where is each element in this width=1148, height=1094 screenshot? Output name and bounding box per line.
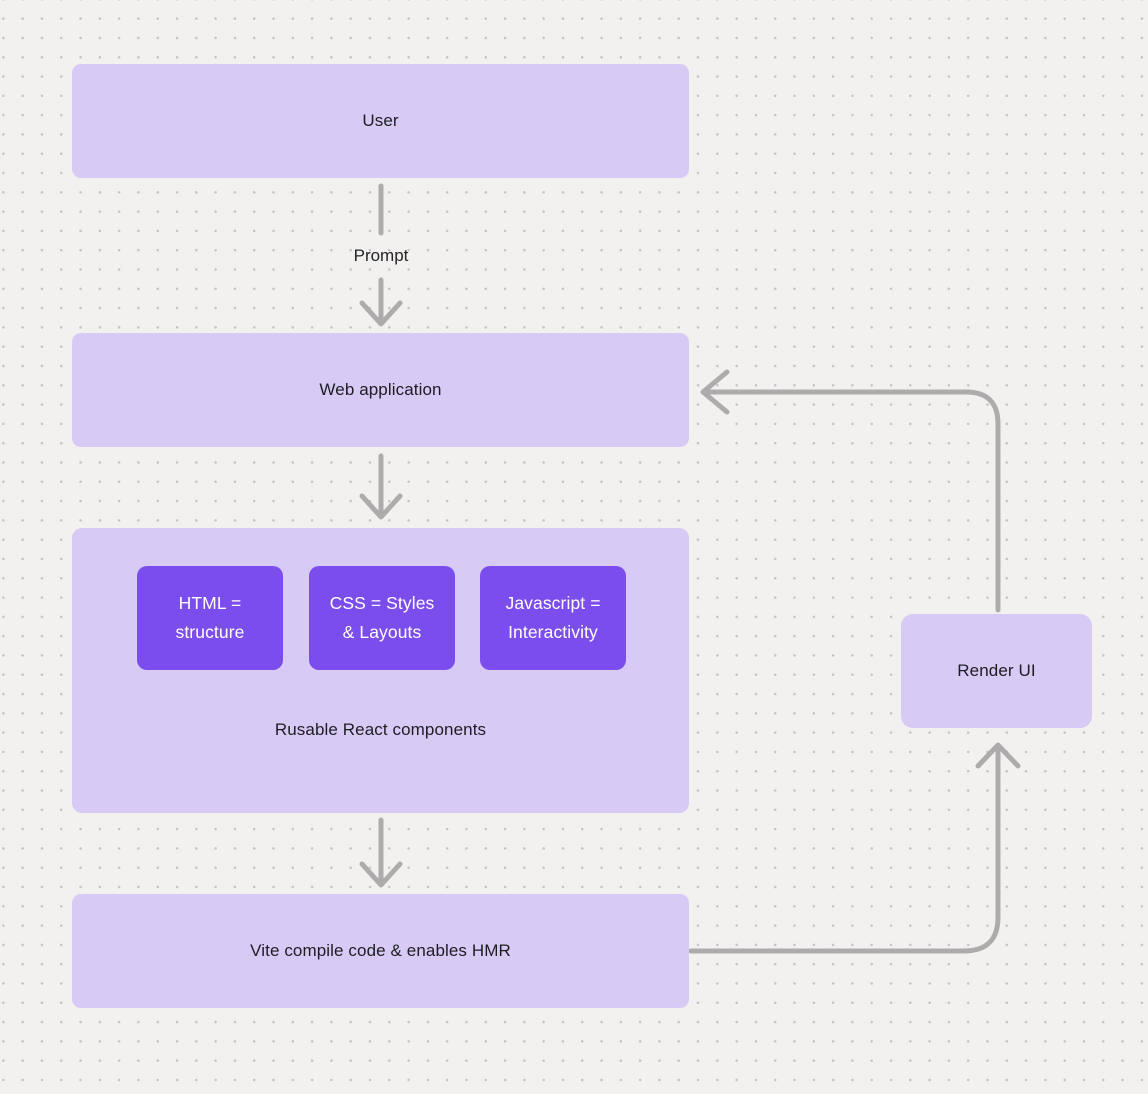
connector-vite-to-renderui-arrowhead-icon <box>975 742 1021 769</box>
node-render-ui-label: Render UI <box>957 661 1036 680</box>
node-css: CSS = Styles & Layouts <box>309 566 455 670</box>
node-html: HTML = structure <box>137 566 283 670</box>
node-web-application: Web application <box>72 333 689 447</box>
node-vite-label: Vite compile code & enables HMR <box>250 941 511 960</box>
arrow-webapp-to-components-arrowhead-icon <box>359 493 403 520</box>
node-vite: Vite compile code & enables HMR <box>72 894 689 1008</box>
node-web-application-label: Web application <box>319 380 442 399</box>
node-javascript-label: Javascript = Interactivity <box>505 593 601 642</box>
connector-renderui-to-webapp <box>702 389 1001 613</box>
node-html-label: HTML = structure <box>175 593 245 642</box>
node-user: User <box>72 64 689 178</box>
node-javascript: Javascript = Interactivity <box>480 566 626 670</box>
connector-vite-to-renderui <box>688 744 1001 954</box>
node-user-label: User <box>362 111 399 130</box>
node-components-group-label: Rusable React components <box>274 720 487 739</box>
edge-label-prompt: Prompt <box>353 246 409 265</box>
arrow-components-to-vite-arrowhead-icon <box>359 861 403 888</box>
node-components-group: HTML = structure CSS = Styles & Layouts … <box>72 528 689 813</box>
connector-renderui-to-webapp-arrowhead-icon <box>700 369 730 415</box>
node-render-ui: Render UI <box>901 614 1092 728</box>
node-css-label: CSS = Styles & Layouts <box>329 593 435 642</box>
arrow-user-to-webapp-arrowhead-icon <box>359 300 403 327</box>
